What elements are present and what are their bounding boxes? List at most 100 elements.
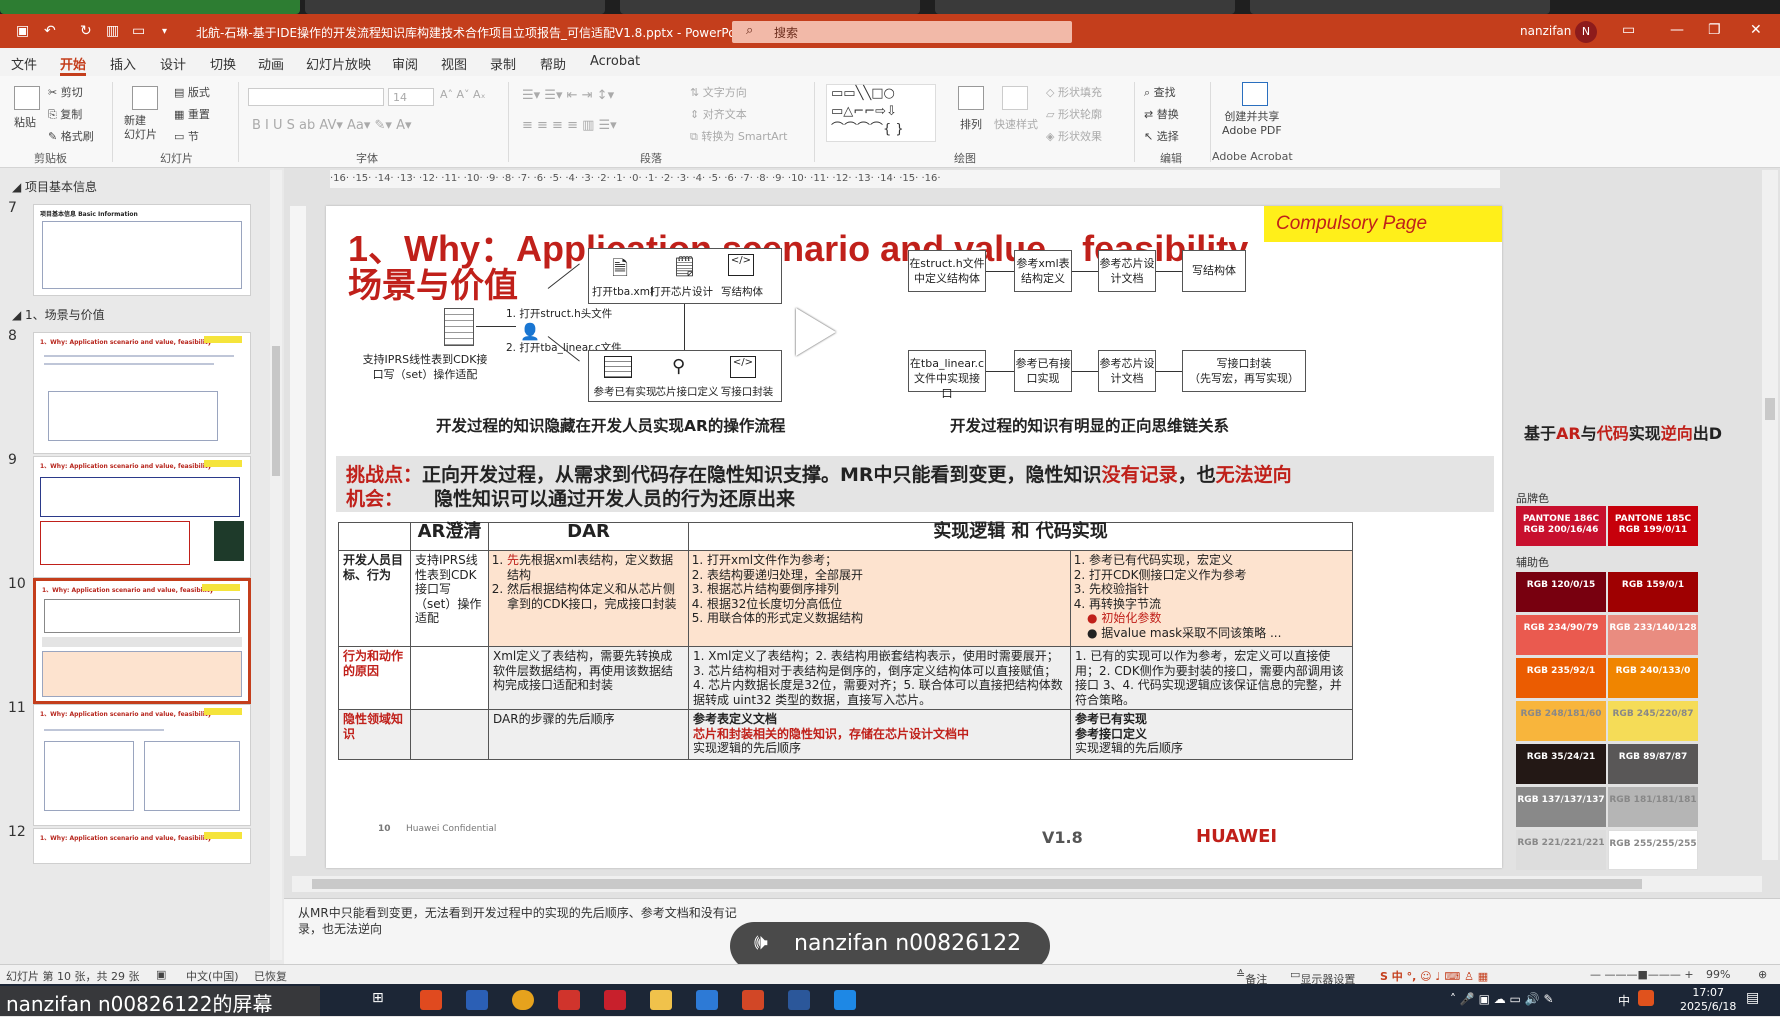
reset-button[interactable]: ▦ 重置	[174, 108, 210, 121]
slide-thumbnail[interactable]: 1、Why: Application scenario and value, f…	[33, 828, 251, 864]
language-indicator[interactable]: 中文(中国)	[186, 970, 239, 983]
session-tab[interactable]	[935, 0, 1235, 14]
format-painter-button[interactable]: ✎ 格式刷	[48, 130, 94, 143]
quick-styles-icon[interactable]	[1002, 86, 1028, 110]
ime-app-icon[interactable]	[1638, 990, 1654, 1006]
copy-button[interactable]: ⎘ 复制	[48, 108, 83, 121]
color-swatch[interactable]: RGB 221/221/221	[1516, 830, 1606, 870]
quick-styles-label[interactable]: 快速样式	[994, 118, 1038, 131]
color-swatch[interactable]: RGB 240/133/0	[1608, 658, 1698, 698]
tab-help[interactable]: 帮助	[540, 58, 567, 73]
color-swatch[interactable]: PANTONE 186C RGB 200/16/46	[1516, 506, 1606, 546]
flow-step[interactable]: 参考芯片设计文档	[1098, 350, 1156, 392]
tab-design[interactable]: 设计	[160, 58, 187, 73]
cut-button[interactable]: ✂ 剪切	[48, 86, 83, 99]
slide-thumbnail[interactable]: 1、Why: Application scenario and value, f…	[33, 704, 251, 826]
color-swatch[interactable]: RGB 159/0/1	[1608, 572, 1698, 612]
color-swatch[interactable]: RGB 35/24/21	[1516, 744, 1606, 784]
fit-slide-icon[interactable]: ⊕	[1758, 968, 1768, 981]
flow-step[interactable]: 芯片接口定义	[655, 386, 719, 398]
shapes-gallery[interactable]: ▭▭╲╲□○▭△⌐⌐⇨⇩⌒⌒⌒⌒{ }	[826, 84, 936, 142]
search-input[interactable]: ⌕搜索	[732, 21, 1072, 43]
scrollbar-thumb[interactable]	[312, 879, 1642, 889]
slide-subtitle[interactable]: 场景与价值	[348, 267, 518, 305]
editor-vertical-scrollbar[interactable]	[1762, 170, 1778, 860]
flow-step[interactable]: 参考已有实现	[593, 386, 657, 398]
undo-icon[interactable]: ↶	[44, 23, 56, 39]
word-icon[interactable]	[788, 990, 810, 1010]
color-swatch[interactable]: RGB 120/0/15	[1516, 572, 1606, 612]
tab-review[interactable]: 审阅	[392, 58, 419, 73]
flow-step[interactable]: 在tba_linear.c文件中实现接口	[908, 350, 986, 400]
app-icon[interactable]	[420, 990, 442, 1010]
color-swatch[interactable]: RGB 235/92/1	[1516, 658, 1606, 698]
select-button[interactable]: ↖ 选择	[1144, 130, 1179, 143]
customize-qat-icon[interactable]: ▾	[162, 26, 168, 37]
acrobat-icon[interactable]	[558, 990, 580, 1010]
shape-outline-button[interactable]: ▱ 形状轮廓	[1046, 108, 1102, 121]
right-flow-caption[interactable]: 开发过程的知识有明显的正向思维链关系	[950, 417, 1230, 435]
ime-indicator[interactable]: 中	[1618, 994, 1631, 1008]
new-slide-icon[interactable]	[132, 86, 158, 110]
flow-step[interactable]: 参考芯片设计文档	[1098, 250, 1156, 292]
text-direction-button[interactable]: ⇅ 文字方向	[690, 86, 747, 99]
section-button[interactable]: ▭ 节	[174, 130, 199, 143]
minimize-icon[interactable]: —	[1670, 22, 1684, 38]
task-view-icon[interactable]: ⊞	[372, 990, 384, 1006]
chrome-icon[interactable]	[512, 990, 534, 1010]
analysis-table[interactable]: AR澄清 DAR 实现逻辑 和 代码实现 开发人员目标、行为 支持IPRS线性表…	[338, 522, 1354, 760]
system-tray-icons[interactable]: ˄ 🎤 ▣ ☁ ▭ 🔊 ✎	[1450, 992, 1554, 1006]
flow-step[interactable]: 写结构体	[1182, 250, 1246, 292]
flow-step[interactable]: 打开tba.xml	[592, 286, 653, 298]
notes-button[interactable]: ≙ 备注	[1236, 968, 1268, 986]
flow-step[interactable]: 写结构体	[721, 286, 763, 298]
editor-horizontal-scrollbar[interactable]	[292, 876, 1762, 892]
slide-thumbnail-selected[interactable]: 1、Why: Application scenario and value, f…	[33, 578, 251, 704]
flow-step[interactable]: 在struct.h文件中定义结构体	[908, 250, 986, 292]
session-tab[interactable]	[0, 0, 300, 14]
font-grow-icon[interactable]: A˄ A˅ Aₓ	[440, 88, 486, 101]
slide-canvas[interactable]: 1、Why：Application scenario and value，fea…	[326, 206, 1502, 868]
align-icons[interactable]: ≡ ≡ ≡ ≡ ▥ ☰▾	[522, 118, 617, 133]
tab-transitions[interactable]: 切换	[210, 58, 237, 73]
smartart-button[interactable]: ⧉ 转换为 SmartArt	[690, 130, 788, 143]
powerpoint-icon[interactable]	[742, 990, 764, 1010]
flow-step[interactable]: 参考已有接口实现	[1014, 350, 1072, 392]
new-slide-label[interactable]: 新建 幻灯片	[124, 114, 157, 141]
font-size-combobox[interactable]: 14	[388, 88, 434, 106]
flow-step[interactable]: 写接口封装	[720, 386, 774, 398]
left-flow-caption[interactable]: 开发过程的知识隐藏在开发人员实现AR的操作流程	[436, 417, 786, 435]
section-header[interactable]: ◢ 1、场景与价值	[12, 308, 105, 322]
tab-slideshow[interactable]: 幻灯片放映	[306, 58, 372, 73]
save-icon[interactable]: ▣	[16, 23, 30, 39]
restore-icon[interactable]: ❐	[1708, 22, 1721, 38]
notes-text[interactable]: 从MR中只能看到变更，无法看到开发过程中的实现的先后顺序、参考文档和没有记录，也…	[298, 906, 737, 936]
tab-view[interactable]: 视图	[441, 58, 468, 73]
flow-step[interactable]: 写接口封装 （先写宏，再写实现）	[1182, 350, 1306, 392]
tab-acrobat[interactable]: Acrobat	[590, 54, 641, 69]
paste-label[interactable]: 粘贴	[14, 116, 36, 129]
app-icon[interactable]	[834, 990, 856, 1010]
zoom-level[interactable]: 99%	[1706, 968, 1731, 981]
flow-group-top[interactable]	[588, 248, 782, 304]
app-icon[interactable]	[696, 990, 718, 1010]
flow-step[interactable]: 打开芯片设计	[650, 286, 713, 298]
create-pdf-icon[interactable]	[1242, 82, 1268, 106]
notification-icon[interactable]: ▤	[1746, 990, 1760, 1006]
color-swatch[interactable]: RGB 181/181/181	[1608, 787, 1698, 827]
session-tab[interactable]	[620, 0, 920, 14]
open-icon[interactable]: ▭	[132, 23, 146, 39]
shape-fill-button[interactable]: ◇ 形状填充	[1046, 86, 1102, 99]
align-text-button[interactable]: ⇕ 对齐文本	[690, 108, 747, 121]
overflow-heading[interactable]: 基于AR与代码实现逆向出D	[1524, 424, 1723, 443]
color-swatch[interactable]: PANTONE 185C RGB 199/0/11	[1608, 506, 1698, 546]
create-pdf-label[interactable]: 创建并共享 Adobe PDF	[1222, 110, 1282, 137]
ime-toolbar-icons[interactable]: S 中 °, ☺ ♩ ⌨ ♙ ▦	[1380, 970, 1489, 983]
color-swatch[interactable]: RGB 248/181/60	[1516, 701, 1606, 741]
branch-label[interactable]: 1. 打开struct.h头文件	[506, 308, 613, 320]
find-button[interactable]: ⌕ 查找	[1144, 86, 1176, 99]
tab-animations[interactable]: 动画	[258, 58, 285, 73]
font-name-combobox[interactable]	[248, 88, 384, 106]
compulsory-tag[interactable]: Compulsory Page	[1264, 206, 1502, 242]
